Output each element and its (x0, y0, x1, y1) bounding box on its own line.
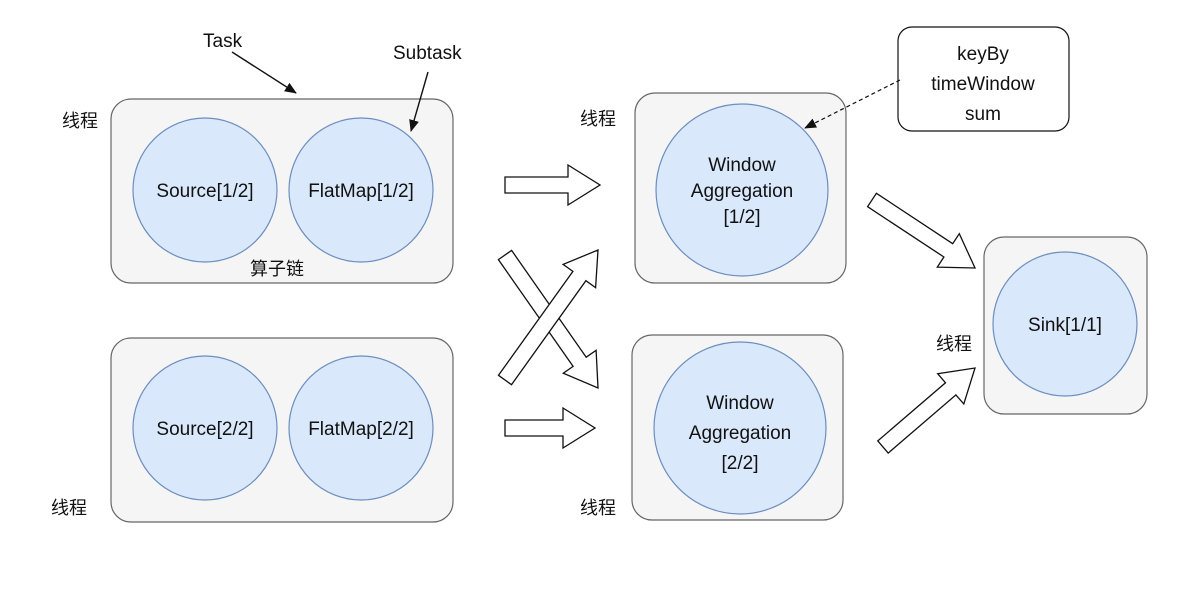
note-box (897, 26, 1070, 132)
task-pointer-arrow (231, 51, 297, 94)
window-label-1-line-1: Window (708, 155, 776, 176)
window-aggregation-node-1 (655, 103, 829, 277)
source-node-2 (132, 355, 278, 501)
data-flow-arrows (497, 163, 977, 455)
flow-arrow-flatmap2-to-window1 (497, 249, 599, 386)
thread-label-bottom-middle: 线程 (580, 498, 616, 519)
sink-label: Sink[1/1] (1028, 315, 1102, 336)
flatmap-label-1: FlatMap[1/2] (308, 181, 414, 202)
window-label-2-line-3: [2/2] (722, 453, 759, 474)
subtask-annotation: Subtask (393, 43, 462, 64)
thread-label-right: 线程 (936, 334, 972, 355)
thread-label-top-middle: 线程 (580, 109, 616, 130)
flow-arrow-window2-to-sink (876, 367, 976, 455)
task-annotation: Task (203, 31, 243, 52)
thread-label-bottom-left: 线程 (51, 498, 87, 519)
note-line-timewindow: timeWindow (931, 74, 1035, 95)
flatmap-node-2 (288, 355, 434, 501)
window-label-2-line-1: Window (706, 393, 774, 414)
window-label-2-line-2: Aggregation (689, 423, 791, 444)
window-aggregation-node-2 (653, 341, 827, 515)
flow-arrow-flatmap2-to-window2 (504, 406, 597, 450)
note-line-sum: sum (965, 104, 1001, 125)
flatmap-node-1 (288, 117, 434, 263)
operator-chain-label: 算子链 (250, 259, 304, 280)
flow-arrow-window1-to-sink (866, 192, 977, 269)
source-label-1: Source[1/2] (156, 181, 253, 202)
sink-node (992, 251, 1138, 397)
flow-arrow-flatmap1-to-window1 (504, 163, 602, 207)
flatmap-label-2: FlatMap[2/2] (308, 419, 414, 440)
source-label-2: Source[2/2] (156, 419, 253, 440)
window-label-1-line-2: Aggregation (691, 181, 793, 202)
note-line-keyby: keyBy (957, 44, 1009, 65)
window-label-1-line-3: [1/2] (724, 207, 761, 228)
source-node-1 (132, 117, 278, 263)
subtask-pointer-arrow (409, 71, 429, 132)
thread-label-top-left: 线程 (62, 111, 98, 132)
note-pointer-arrow (804, 79, 901, 129)
